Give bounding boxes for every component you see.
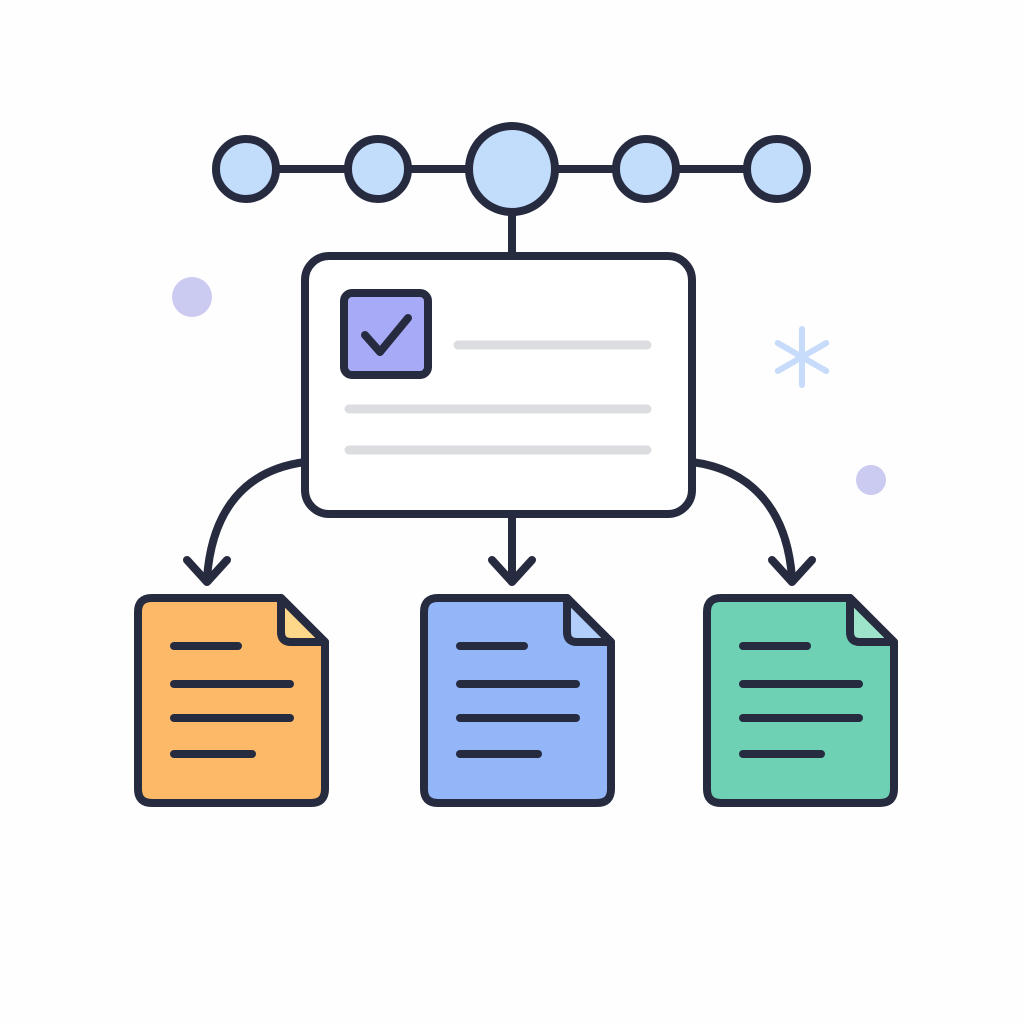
timeline-node bbox=[612, 135, 680, 203]
timeline-node-active bbox=[465, 122, 559, 216]
checkbox bbox=[340, 289, 432, 379]
document-fold bbox=[846, 594, 898, 646]
timeline-node bbox=[212, 135, 280, 203]
timeline bbox=[212, 122, 811, 256]
document-fold bbox=[277, 594, 329, 646]
connectors bbox=[183, 458, 816, 586]
arrowhead-right-icon bbox=[768, 556, 816, 586]
sparkle-icon bbox=[774, 326, 830, 388]
timeline-node bbox=[743, 135, 811, 203]
document-icon bbox=[134, 594, 329, 807]
arrowhead-center-icon bbox=[488, 556, 536, 586]
decor-dot bbox=[172, 277, 212, 317]
document-icon bbox=[703, 594, 898, 807]
checkmark-icon bbox=[361, 314, 412, 356]
connector-left bbox=[203, 458, 309, 582]
document-icon bbox=[420, 594, 615, 807]
arrowhead-left-icon bbox=[183, 556, 231, 586]
timeline-node bbox=[344, 135, 412, 203]
document-fold bbox=[563, 594, 615, 646]
connector-right bbox=[688, 458, 796, 582]
decorations bbox=[172, 277, 886, 495]
documents bbox=[134, 594, 898, 807]
decor-dot bbox=[856, 465, 886, 495]
task-card bbox=[301, 252, 696, 518]
